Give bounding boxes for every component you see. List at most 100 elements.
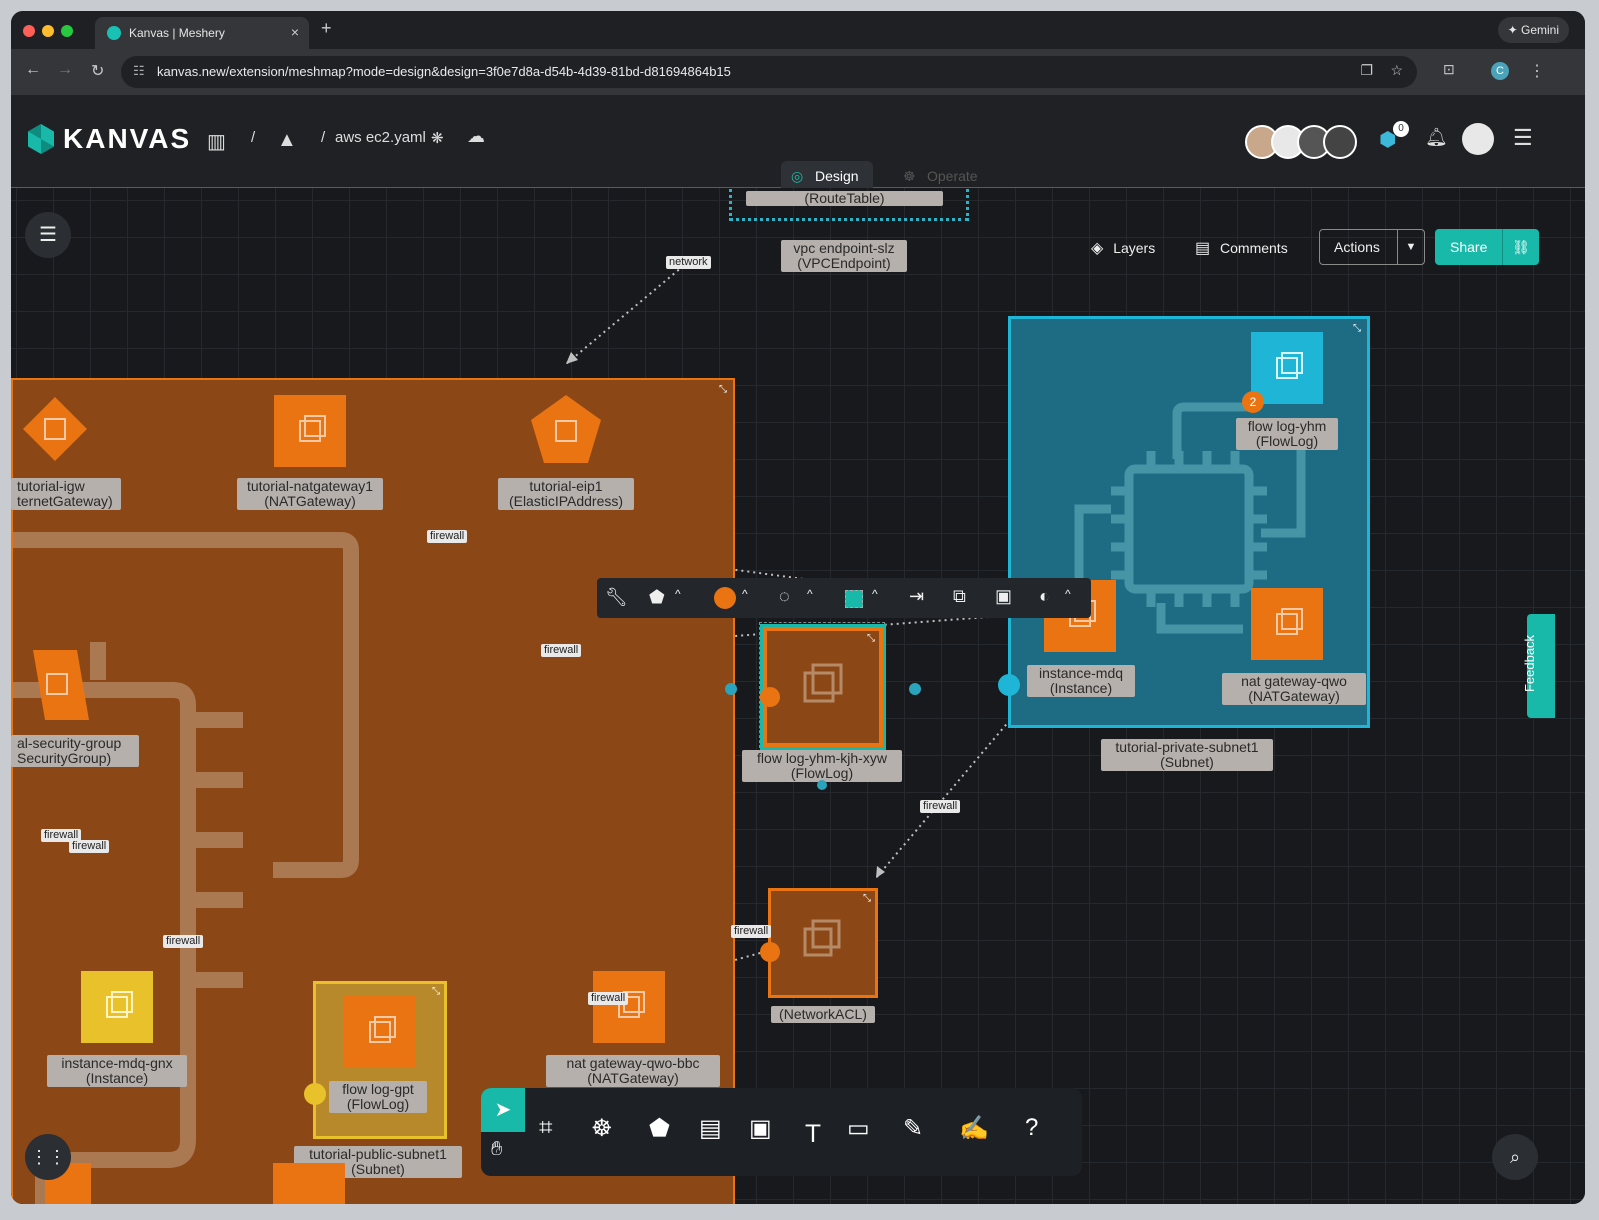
minimize-window-button[interactable]	[42, 25, 54, 37]
natgateway1-node[interactable]	[274, 395, 346, 467]
add-image-icon[interactable]: ▣	[995, 586, 1012, 607]
tab-design[interactable]: ◎ Design	[781, 161, 873, 191]
avatar[interactable]	[1323, 125, 1357, 159]
chevron-up-icon[interactable]: ^	[675, 587, 681, 601]
resize-handle-icon[interactable]	[725, 683, 737, 695]
wrench-icon[interactable]: 🔧︎	[605, 587, 628, 608]
subnet-child-node[interactable]	[273, 1163, 345, 1204]
connection-handle-icon[interactable]	[760, 687, 780, 707]
design-file-name[interactable]: aws ec2.yaml	[335, 129, 426, 146]
instance-gnx-node[interactable]	[81, 971, 153, 1043]
edge-network[interactable]	[566, 262, 688, 364]
reload-icon[interactable]: ↻	[91, 61, 104, 81]
forward-icon[interactable]: →	[57, 61, 73, 79]
hamburger-menu-icon[interactable]: ☰	[1513, 125, 1533, 151]
gemini-button[interactable]: ✦ Gemini	[1498, 17, 1569, 43]
collapse-icon[interactable]: ⤡	[1353, 323, 1361, 334]
select-tool-button[interactable]: ➤	[481, 1088, 525, 1132]
collapse-icon[interactable]: ⤡	[719, 384, 727, 395]
image-tool-icon[interactable]: ▣	[749, 1114, 772, 1143]
comment-icon: ▤	[1195, 240, 1210, 257]
bookmark-star-icon[interactable]: ☆	[1390, 62, 1403, 79]
user-avatar-icon[interactable]	[1462, 123, 1494, 155]
kubernetes-icon[interactable]: ☸	[591, 1114, 613, 1143]
natgateway-bbc-node[interactable]	[593, 971, 665, 1043]
edge-firewall[interactable]	[876, 720, 1010, 878]
style-reset-icon[interactable]: ◐	[1039, 586, 1050, 607]
maximize-window-button[interactable]	[61, 25, 73, 37]
design-graph-icon[interactable]: ❋	[431, 129, 444, 147]
connection-handle-icon[interactable]	[998, 674, 1020, 696]
tab-close-icon[interactable]: ×	[291, 24, 299, 40]
cloud-sync-icon[interactable]: ☁	[467, 126, 485, 147]
browser-tab[interactable]: Kanvas | Meshery ×	[95, 17, 309, 49]
back-icon[interactable]: ←	[25, 61, 41, 79]
canvas-menu-button[interactable]: ☰	[25, 212, 71, 258]
fill-color-swatch[interactable]	[714, 587, 736, 609]
section-tool-icon[interactable]: ▭	[847, 1114, 870, 1143]
zoom-button[interactable]: ⌕	[1492, 1134, 1538, 1180]
kanvas-logo-icon	[25, 123, 57, 155]
natgateway-qwo-node[interactable]	[1251, 588, 1323, 660]
workspace-shapes-icon[interactable]: ▲	[277, 129, 297, 152]
internet-gateway-node[interactable]	[21, 395, 89, 463]
instance-gnx-label: instance-mdq-gnx (Instance)	[47, 1055, 187, 1087]
security-group-node[interactable]	[19, 648, 91, 722]
organization-icon[interactable]: ▥	[207, 129, 226, 154]
design-icon: ◎	[791, 161, 803, 191]
dropdown-icon[interactable]: ▼	[1397, 230, 1424, 264]
open-external-icon[interactable]: ⧉	[953, 586, 966, 607]
flowlog-gpt-node[interactable]: ⤡	[313, 981, 447, 1139]
pen-tool-icon[interactable]: ✎	[903, 1114, 923, 1143]
label-line: tutorial-public-subnet1	[300, 1147, 456, 1162]
resize-handle-icon[interactable]	[909, 683, 921, 695]
new-tab-button[interactable]: +	[321, 18, 332, 39]
link-icon[interactable]: ⛓	[1502, 229, 1539, 265]
pan-tool-icon[interactable]: ✋︎	[491, 1138, 502, 1161]
chevron-up-icon[interactable]: ^	[872, 587, 878, 601]
comment-tool-icon[interactable]: ▤	[699, 1114, 722, 1143]
shape-picker-icon[interactable]: ⬟	[649, 587, 665, 608]
close-window-button[interactable]	[23, 25, 35, 37]
reading-mode-icon[interactable]: ⊡	[1443, 61, 1455, 78]
tab-operate[interactable]: ☸ Operate	[893, 161, 992, 191]
collapse-icon[interactable]: ⤡	[867, 633, 875, 644]
help-icon[interactable]: ?	[1025, 1114, 1038, 1142]
chevron-up-icon[interactable]: ^	[742, 587, 748, 601]
edge-label-firewall: firewall	[69, 840, 109, 853]
design-canvas[interactable]: (RouteTable) vpc endpoint-slz (VPCEndpoi…	[11, 188, 1585, 1204]
text-tool-icon[interactable]: Ｔ	[801, 1114, 825, 1149]
layers-button[interactable]: ◈ Layers	[1091, 238, 1155, 258]
feedback-tab[interactable]: Feedback	[1527, 614, 1555, 718]
clipboard-icon[interactable]: ❐	[1360, 62, 1373, 79]
networkacl-node[interactable]: ⤡	[768, 888, 878, 998]
elastic-ip-node[interactable]	[529, 393, 603, 467]
flowlog-kjh-node[interactable]: ⤡	[763, 627, 883, 747]
shapes-tool-icon[interactable]: ⬟	[649, 1114, 670, 1143]
browser-menu-icon[interactable]: ⋮	[1529, 61, 1545, 81]
bell-icon[interactable]: 🔔︎	[1425, 127, 1448, 148]
apps-grid-button[interactable]: ⋮⋮	[25, 1134, 71, 1180]
connection-handle-icon[interactable]	[760, 942, 780, 962]
chevron-up-icon[interactable]: ^	[807, 587, 813, 601]
freehand-tool-icon[interactable]: ✍	[959, 1114, 989, 1143]
flowlog-yhm-label: flow log-yhm (FlowLog)	[1236, 418, 1338, 450]
profile-avatar[interactable]: C	[1491, 62, 1509, 80]
comments-button[interactable]: ▤ Comments	[1195, 238, 1288, 258]
border-color-icon[interactable]	[845, 590, 863, 608]
flowlog-yhm-node[interactable]	[1251, 332, 1323, 404]
share-button[interactable]: Share ⛓	[1435, 229, 1539, 265]
label-position-icon[interactable]: ⇥	[909, 586, 924, 607]
collapse-icon[interactable]: ⤡	[432, 986, 440, 997]
url-text: kanvas.new/extension/meshmap?mode=design…	[157, 64, 731, 79]
private-subnet-label: tutorial-private-subnet1 (Subnet)	[1101, 739, 1273, 771]
chevron-up-icon[interactable]: ^	[1065, 587, 1071, 601]
url-bar[interactable]: ☷ kanvas.new/extension/meshmap?mode=desi…	[121, 56, 1417, 88]
border-style-icon[interactable]: ◌	[779, 586, 790, 607]
collapse-icon[interactable]: ⤡	[863, 893, 871, 904]
resize-handle-icon[interactable]	[817, 780, 827, 790]
site-info-icon[interactable]: ☷	[133, 63, 145, 79]
connection-handle-icon[interactable]	[304, 1083, 326, 1105]
actions-button[interactable]: Actions ▼	[1319, 229, 1425, 265]
component-tool-icon[interactable]: ⌗	[539, 1114, 553, 1142]
